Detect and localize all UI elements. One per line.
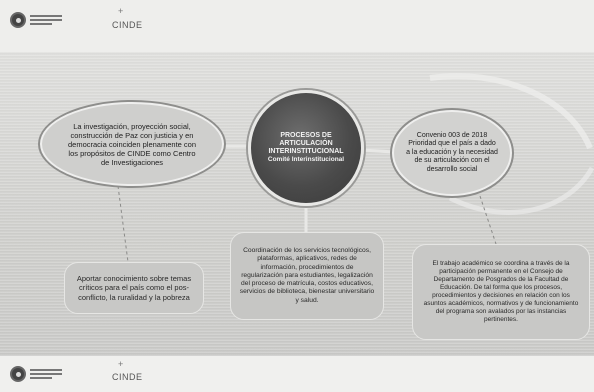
footer-ministry-seal-logo (10, 366, 26, 382)
bottom-right-text: El trabajo académico se coordina a travé… (423, 260, 579, 323)
decorative-swoosh (429, 73, 594, 215)
footer-cinde-logo-mark: + (118, 359, 124, 369)
ministry-seal-logo (10, 12, 26, 28)
bottom-center-box: Coordinación de los servicios tecnológic… (230, 232, 384, 320)
center-circle-node: PROCESOS DE ARTICULACIÓN INTERINSTITUCIO… (248, 90, 364, 206)
bottom-left-text: Aportar conocimiento sobre temas crítico… (76, 273, 192, 302)
footer-ministry-wordmark-logo (30, 369, 62, 379)
cinde-logo-text: CINDE (112, 20, 143, 30)
footer-cinde-logo-text: CINDE (112, 372, 143, 382)
center-subtitle: Comité Interinstitucional (267, 156, 345, 163)
left-oval-text: La investigación, proyección social, con… (68, 121, 196, 167)
cinde-logo-mark: + (118, 6, 124, 16)
center-title-line-1: PROCESOS DE (280, 132, 332, 139)
bottom-left-box: Aportar conocimiento sobre temas crítico… (64, 262, 204, 314)
center-title-line-2: ARTICULACIÓN (279, 140, 333, 147)
right-oval-node: Convenio 003 de 2018 Prioridad que el pa… (392, 110, 512, 196)
bottom-center-text: Coordinación de los servicios tecnológic… (239, 247, 375, 304)
right-oval-text: Convenio 003 de 2018 Prioridad que el pa… (406, 131, 498, 173)
bottom-right-box: El trabajo académico se coordina a travé… (412, 244, 590, 340)
ministry-wordmark-logo (30, 15, 62, 25)
footer-band: + CINDE (0, 356, 594, 392)
center-title-line-3: INTERINSTITUCIONAL (268, 148, 344, 155)
header-band: + CINDE (0, 0, 594, 52)
left-oval-node: La investigación, proyección social, con… (40, 102, 224, 186)
